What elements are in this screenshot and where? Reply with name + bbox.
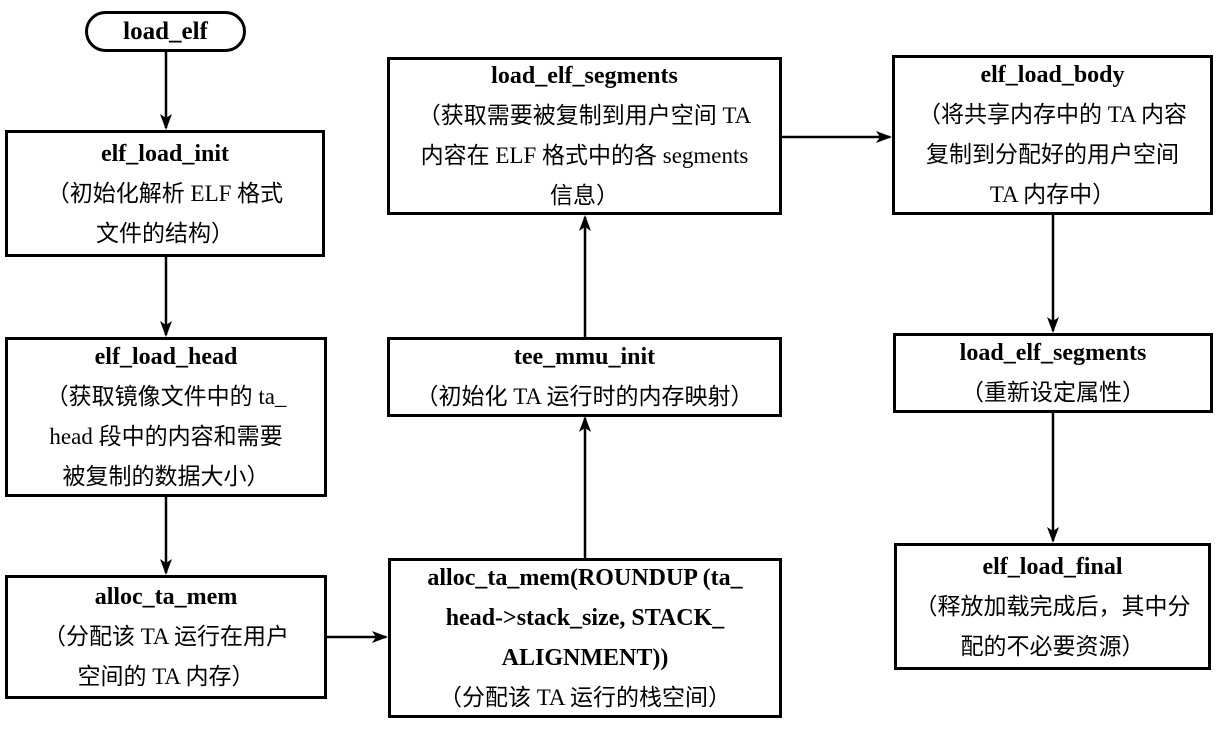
node-title: elf_load_body <box>980 62 1125 88</box>
node-alloc-ta-mem-roundup: alloc_ta_mem(ROUNDUP (ta_ head->stack_si… <box>388 558 782 718</box>
node-desc: （分配该 TA 运行在用户 空间的 TA 内存） <box>42 624 290 689</box>
node-desc: （初始化解析 ELF 格式 文件的结构） <box>46 180 284 246</box>
node-title: alloc_ta_mem(ROUNDUP (ta_ head->stack_si… <box>427 565 743 671</box>
node-elf-load-init: elf_load_init （初始化解析 ELF 格式 文件的结构） <box>5 130 325 257</box>
node-desc: （获取镜像文件中的 ta_ head 段中的内容和需要 被复制的数据大小） <box>45 384 287 489</box>
node-title: elf_load_head <box>94 344 238 370</box>
node-desc: （初始化 TA 运行时的内存映射） <box>415 384 754 409</box>
node-elf-load-head: elf_load_head （获取镜像文件中的 ta_ head 段中的内容和需… <box>5 337 327 497</box>
node-desc: （重新设定属性） <box>961 380 1145 405</box>
node-load-elf-segments-mid: load_elf_segments （获取需要被复制到用户空间 TA 内容在 E… <box>387 57 782 215</box>
node-desc: （分配该 TA 运行的栈空间） <box>438 685 732 710</box>
node-elf-load-body: elf_load_body （将共享内存中的 TA 内容 复制到分配好的用户空间… <box>892 55 1213 215</box>
node-desc: （释放加载完成后，其中分 配的不必要资源） <box>914 593 1191 659</box>
node-title: load_elf <box>123 17 208 45</box>
node-load-elf-segments-right: load_elf_segments （重新设定属性） <box>893 333 1213 413</box>
node-desc: （获取需要被复制到用户空间 TA 内容在 ELF 格式中的各 segments … <box>417 103 752 208</box>
node-tee-mmu-init: tee_mmu_init （初始化 TA 运行时的内存映射） <box>387 337 782 417</box>
node-title: alloc_ta_mem <box>94 584 238 610</box>
node-title: tee_mmu_init <box>513 344 656 370</box>
node-alloc-ta-mem: alloc_ta_mem （分配该 TA 运行在用户 空间的 TA 内存） <box>5 575 327 699</box>
node-elf-load-final: elf_load_final （释放加载完成后，其中分 配的不必要资源） <box>894 543 1211 670</box>
node-title: elf_load_final <box>982 553 1123 580</box>
node-load-elf: load_elf <box>85 11 246 52</box>
node-desc: （将共享内存中的 TA 内容 复制到分配好的用户空间 TA 内存中） <box>917 102 1188 207</box>
node-title: load_elf_segments <box>959 340 1147 366</box>
node-title: load_elf_segments <box>491 63 678 89</box>
node-title: elf_load_init <box>100 140 229 167</box>
